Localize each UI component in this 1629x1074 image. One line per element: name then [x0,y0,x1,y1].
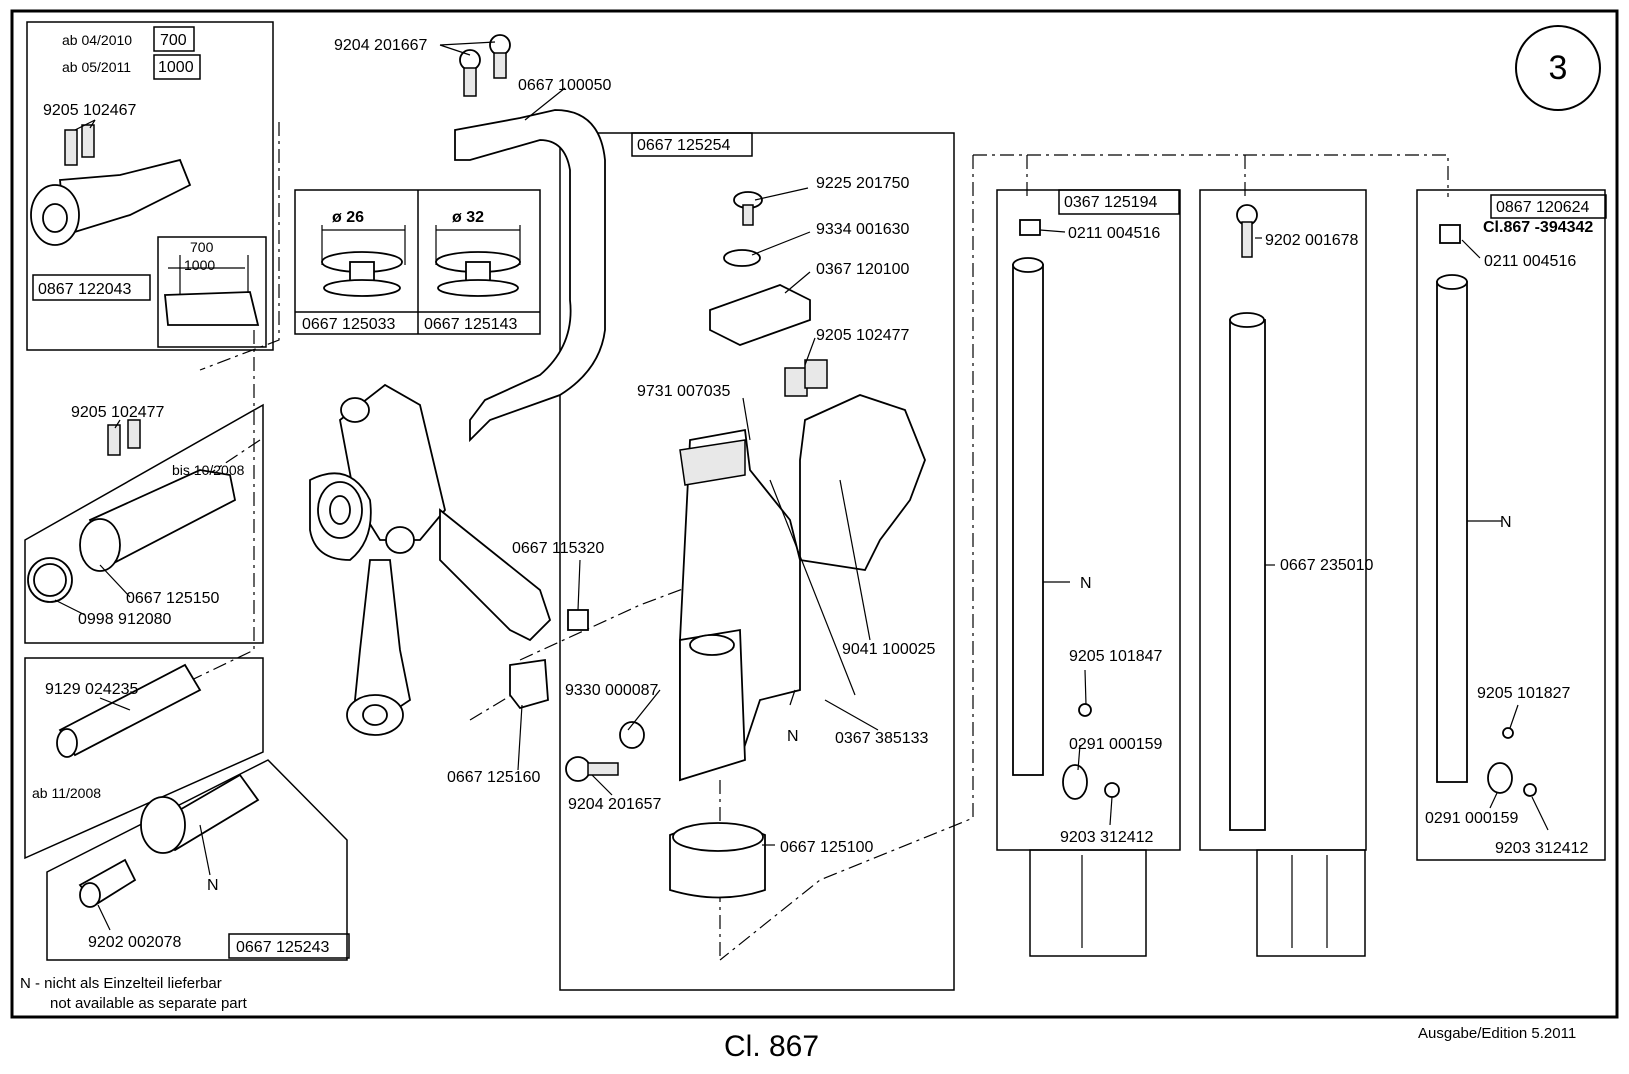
frame-variant-top-left [26,21,274,351]
footnote-english: not available as separate part [50,995,248,1012]
needle-bar-1 [1012,219,1120,800]
label-n-clamp: N [207,877,219,894]
pin-9129-024235 [56,663,202,758]
label-0667-125033: 0667 125033 [302,316,396,333]
label-9203-312412-b: 9203 312412 [1495,840,1589,857]
edition-label: Ausgabe/Edition 5.2011 [1418,1025,1576,1042]
crank-arm [309,383,552,736]
page-number-badge: 3 [1515,25,1601,111]
label-dim-1000: 1000 [184,257,215,273]
frame-needle-bar-2 [1199,189,1367,851]
frame-ab-2008 [24,657,264,860]
label-v1000: 1000 [158,59,194,76]
label-dim-700: 700 [190,239,214,255]
label-0867-122043: 0867 122043 [38,281,132,298]
label-9334-001630: 9334 001630 [816,221,910,238]
label-0291-000159-a: 0291 000159 [1069,736,1163,753]
label-n-bar-3: N [1500,514,1512,531]
label-0367-385133: 0367 385133 [835,730,929,747]
label-ab-04-2010: ab 04/2010 [62,32,132,48]
label-0667-125254: 0667 125254 [637,137,731,154]
label-9041-100025: 9041 100025 [842,641,936,658]
label-0667-125143: 0667 125143 [424,316,518,333]
label-d26: ø 26 [332,209,364,226]
nut-0667-115320 [567,609,589,631]
label-0867-120624: 0867 120624 [1496,199,1590,216]
label-bis-10-2008: bis 10/2008 [172,462,245,478]
frame-needle-double [1256,849,1366,957]
label-0291-000159-b: 0291 000159 [1425,810,1519,827]
shaft-0667-125150 [27,419,237,603]
label-0667-235010: 0667 235010 [1280,557,1374,574]
label-9205-102477-right: 9205 102477 [816,327,910,344]
footnote-german: N - nicht als Einzelteil lieferbar [20,975,222,992]
label-9205-101847: 9205 101847 [1069,648,1163,665]
bobbin-26 [321,225,406,297]
label-9129-024235: 9129 024235 [45,681,139,698]
bushing-part [30,124,192,246]
label-0667-100050: 0667 100050 [518,77,612,94]
label-0211-004516-b: 0211 004516 [1484,253,1576,270]
label-0667-125243: 0667 125243 [236,939,330,956]
label-0367-125194: 0367 125194 [1064,194,1158,211]
label-9731-007035: 9731 007035 [637,383,731,400]
label-9203-312412-a: 9203 312412 [1060,829,1154,846]
page-frame [10,9,1619,1019]
label-0367-120100: 0367 120100 [816,261,910,278]
label-9205-102477-left: 9205 102477 [71,404,165,421]
label-0667-115320: 0667 115320 [512,540,604,557]
frame-bis-2008 [24,403,264,644]
frame-needle-clamp [46,759,348,961]
label-9204-201657: 9204 201657 [568,796,662,813]
label-v700: 700 [160,32,187,49]
frame-needle-single [1029,849,1147,957]
label-0667-125160: 0667 125160 [447,769,541,786]
frame-dimension-inset [157,236,267,348]
bobbin-32 [435,225,521,297]
label-0211-004516-a: 0211 004516 [1068,225,1160,242]
needle-bar-3 [1436,224,1537,797]
label-9330-000087: 9330 000087 [565,682,659,699]
label-0667-125100: 0667 125100 [780,839,874,856]
label-ab-11-2008: ab 11/2008 [32,785,101,801]
diagram-title: Cl. 867 [724,1030,819,1063]
label-0667-125150: 0667 125150 [126,590,220,607]
screws-9204-201667 [459,34,511,97]
label-9202-002078: 9202 002078 [88,934,182,951]
label-9205-101827: 9205 101827 [1477,685,1571,702]
needle-clamp [78,773,260,908]
label-0998-912080: 0998 912080 [78,611,172,628]
frame-needle-bar-3 [1416,189,1606,861]
needles [1081,855,1328,948]
label-9204-201667: 9204 201667 [334,37,428,54]
label-9205-102467: 9205 102467 [43,102,137,119]
label-9202-001678: 9202 001678 [1265,232,1359,249]
label-9225-201750: 9225 201750 [816,175,910,192]
guide-0667-125160 [509,658,549,710]
needle-bar-2 [1229,204,1266,831]
label-cl-867-394342: Cl.867 -394342 [1483,219,1593,236]
label-ab-05-2011: ab 05/2011 [62,59,131,75]
label-n-bar-1: N [1080,575,1092,592]
dimension-inset [164,255,260,326]
thread-guide-wire [454,109,606,443]
housing-parts [565,191,926,899]
frame-needle-bar-housing [559,132,955,991]
label-d32: ø 32 [452,209,484,226]
label-n-housing: N [787,728,799,745]
leader-lines [54,41,1549,931]
